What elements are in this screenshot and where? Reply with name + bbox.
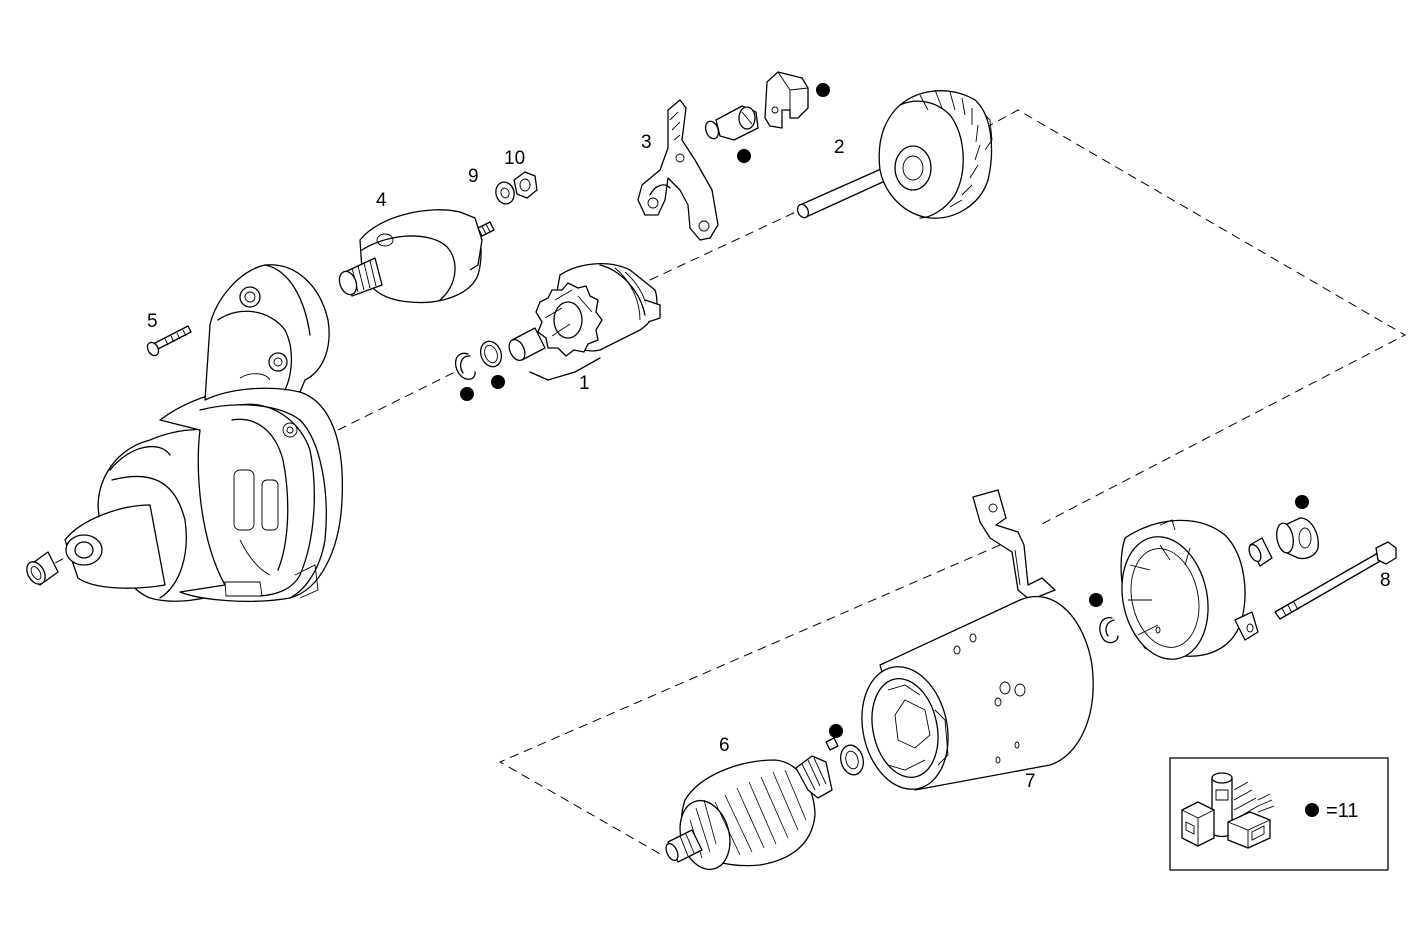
stop-ring <box>479 340 503 368</box>
drive-pinion-part-1 <box>535 263 661 357</box>
solenoid-part-4 <box>338 209 495 304</box>
part-1-leader <box>529 357 601 381</box>
part-labels: 1 2 3 4 5 6 7 8 9 10 <box>147 132 1391 792</box>
intermediate-bearing-part-2 <box>796 89 993 219</box>
kit-parts-icon <box>1181 772 1275 849</box>
label-part-7: 7 <box>1025 771 1036 792</box>
label-part-2: 2 <box>834 137 845 158</box>
through-bolt-part-8 <box>1274 541 1397 620</box>
assembly-axis-lines <box>41 109 1407 856</box>
legend-text: =11 <box>1326 800 1358 822</box>
ref-dot <box>1295 495 1309 509</box>
screw-part-5 <box>146 325 192 357</box>
label-part-8: 8 <box>1380 570 1391 591</box>
commutator-end-clip <box>1099 617 1119 644</box>
armature-part-6 <box>665 737 839 871</box>
ref-dot <box>829 724 843 738</box>
end-cap-bushing <box>1248 537 1273 567</box>
ref-dot <box>460 387 474 401</box>
ref-11-dots <box>460 83 1309 738</box>
drive-end-bushing <box>26 551 59 586</box>
commutator-end-cap <box>1120 519 1259 660</box>
shift-fork-part-3 <box>637 99 719 241</box>
lower-washer <box>840 744 864 776</box>
end-cap-seal <box>1276 517 1319 560</box>
label-part-6: 6 <box>719 735 730 756</box>
label-part-10: 10 <box>504 148 525 169</box>
washer-part-9 <box>495 181 515 205</box>
pinion-bushing <box>508 327 546 362</box>
label-part-1: 1 <box>579 373 590 394</box>
label-part-3: 3 <box>641 132 652 153</box>
ref-dot <box>1089 593 1103 607</box>
ref-dot <box>737 149 751 163</box>
label-part-9: 9 <box>468 166 479 187</box>
ref-dot <box>816 83 830 97</box>
mounting-plate <box>764 71 809 129</box>
repair-kit-legend: =11 <box>1169 757 1389 871</box>
label-part-5: 5 <box>147 311 158 332</box>
ref-dot <box>491 375 505 389</box>
nut-part-10 <box>513 171 538 199</box>
drive-end-housing <box>64 264 344 602</box>
label-part-4: 4 <box>376 190 387 211</box>
stator-housing-part-7 <box>861 595 1094 791</box>
retaining-ring <box>454 352 476 380</box>
terminal-strap <box>972 489 1056 601</box>
legend-dot <box>1305 803 1319 817</box>
lever-pivot <box>704 105 759 141</box>
